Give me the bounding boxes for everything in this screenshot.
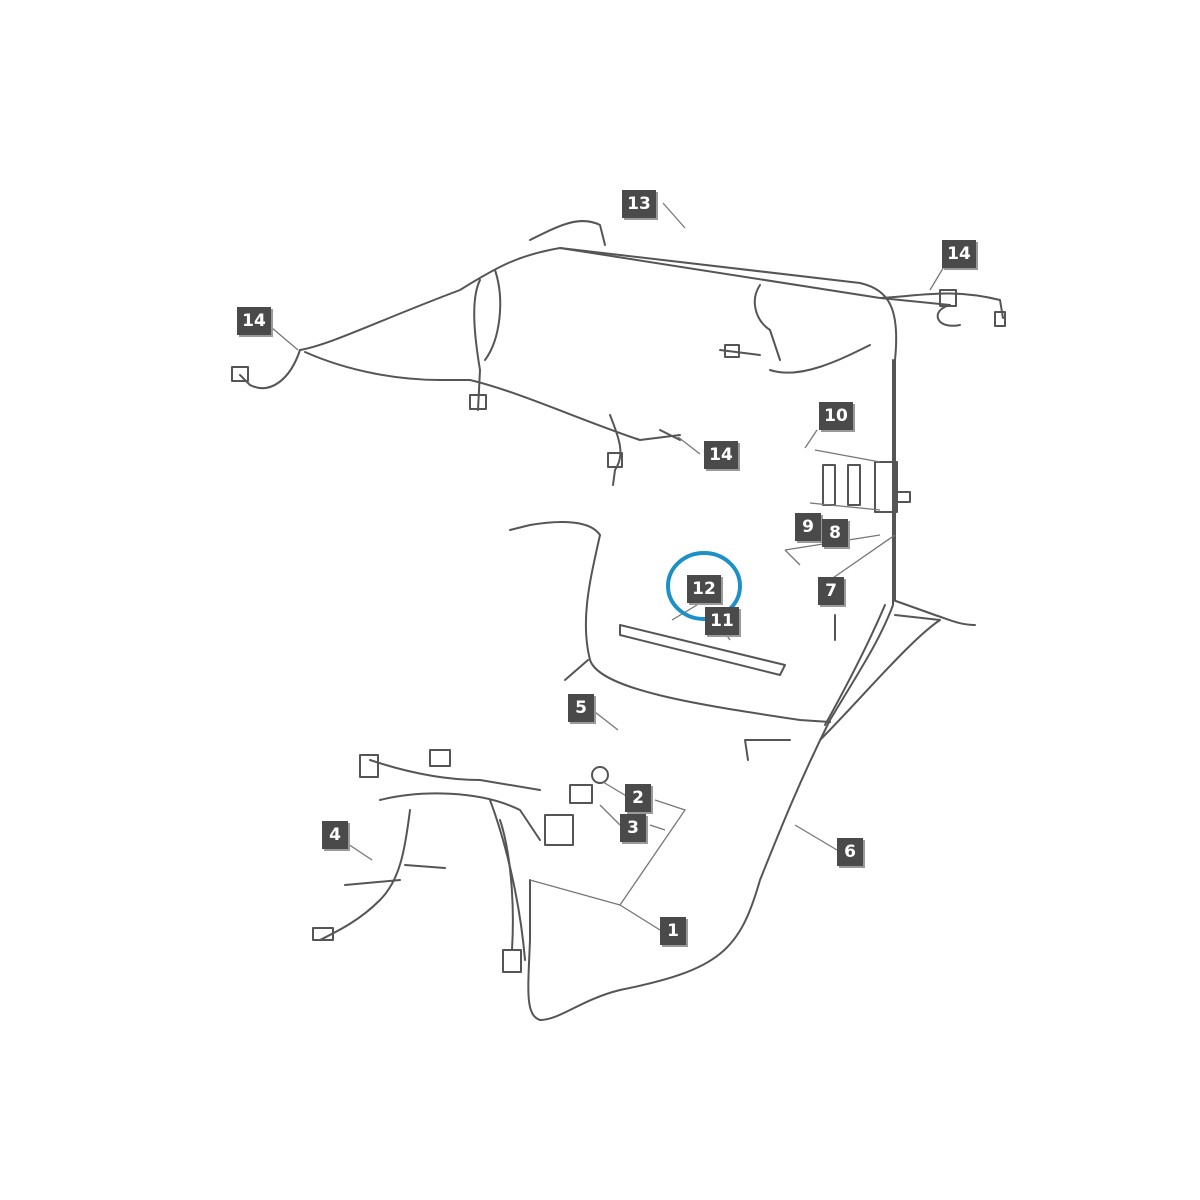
callout-12: 12	[687, 575, 721, 603]
callout-2: 2	[625, 784, 651, 812]
main-harness	[527, 359, 894, 1021]
callout-3: 3	[620, 814, 646, 842]
callout-14-left: 14	[237, 307, 271, 335]
callout-7: 7	[818, 577, 844, 605]
callout-4: 4	[322, 821, 348, 849]
highlight-ring	[666, 551, 742, 621]
roof-harness	[299, 247, 898, 601]
callout-9: 9	[795, 513, 821, 541]
callout-10: 10	[819, 402, 853, 430]
callout-1: 1	[660, 917, 686, 945]
callout-11: 11	[705, 607, 739, 635]
bracket-bar	[619, 624, 786, 676]
callout-14-right: 14	[942, 240, 976, 268]
callout-14-center: 14	[704, 441, 738, 469]
callout-5: 5	[568, 694, 594, 722]
callout-6: 6	[837, 838, 863, 866]
callout-13: 13	[622, 190, 656, 218]
callout-8: 8	[822, 519, 848, 547]
